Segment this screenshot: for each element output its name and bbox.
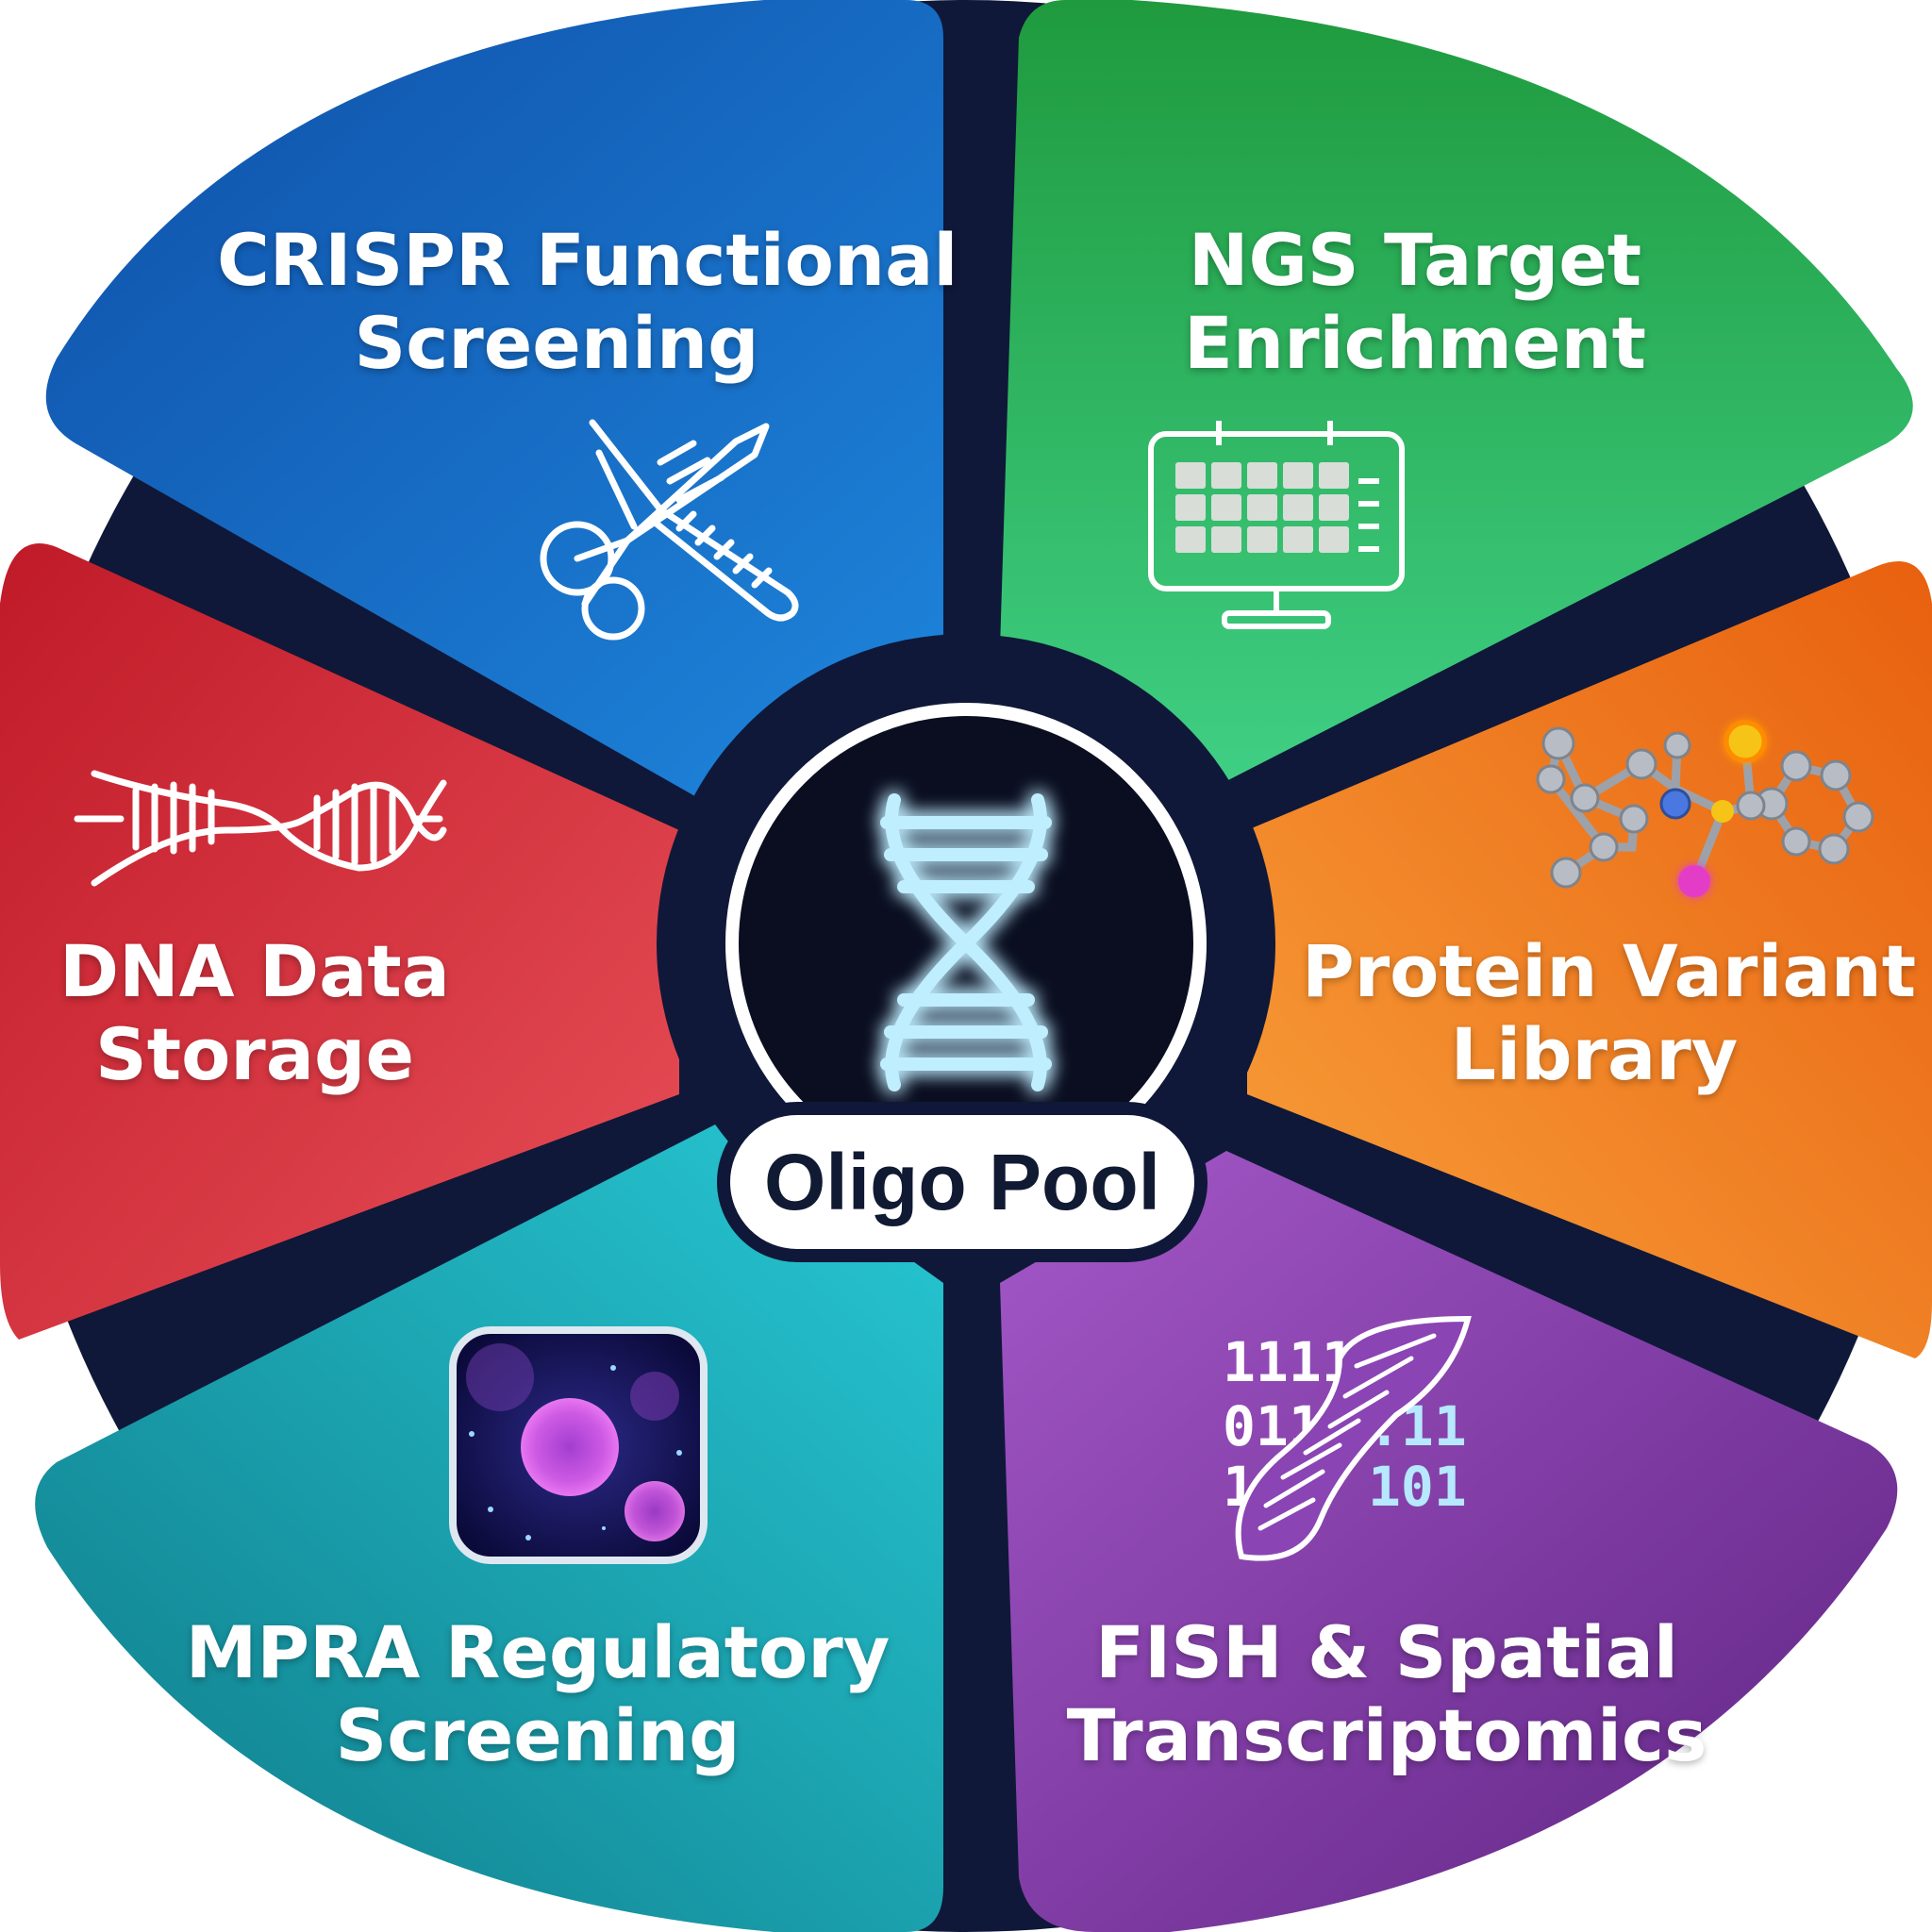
label-crispr-line1: CRISPR Functional xyxy=(217,218,958,302)
label-fish-line2: Transcriptomics xyxy=(1066,1693,1707,1777)
label-mpra-line1: MPRA Regulatory xyxy=(185,1610,891,1694)
label-protein-line1: Protein Variant xyxy=(1302,929,1917,1013)
binary-row-3b: 101 xyxy=(1368,1455,1467,1519)
label-ngs-target-enrichment: NGS Target Enrichment xyxy=(1141,219,1689,385)
label-dna-line2: Storage xyxy=(95,1012,414,1096)
center-label: Oligo Pool xyxy=(764,1137,1160,1226)
label-dna-data-storage: DNA Data Storage xyxy=(38,930,472,1096)
monitor-grid-icon xyxy=(1148,421,1405,629)
label-mpra-line2: Screening xyxy=(335,1693,741,1777)
label-protein-line2: Library xyxy=(1450,1012,1739,1096)
label-crispr-functional-screening: CRISPR Functional Screening xyxy=(217,218,958,385)
segment-protein xyxy=(1247,561,1932,1358)
center-label-pill: Oligo Pool xyxy=(717,1102,1208,1262)
binary-dna-icon: 1111 011 .11 1 101 xyxy=(1223,1315,1472,1561)
label-crispr-line2: Screening xyxy=(354,301,759,385)
segment-dna xyxy=(0,543,679,1340)
dna-helix-icon xyxy=(880,793,1052,1091)
label-ngs-line2: Enrichment xyxy=(1184,301,1646,385)
binary-row-1: 1111 xyxy=(1223,1330,1355,1394)
label-fish-spatial-transcriptomics: FISH & Spatial Transcriptomics xyxy=(1047,1611,1726,1777)
label-dna-line1: DNA Data xyxy=(59,929,450,1013)
label-mpra-regulatory-screening: MPRA Regulatory Screening xyxy=(179,1611,896,1777)
label-protein-variant-library: Protein Variant Library xyxy=(1302,929,1917,1096)
cell-image-icon xyxy=(449,1326,708,1564)
label-fish-line1: FISH & Spatial xyxy=(1095,1610,1678,1694)
dna-strand-icon xyxy=(74,770,447,887)
scissors-icon xyxy=(540,419,799,641)
molecule-icon xyxy=(1536,720,1874,897)
segment-crispr xyxy=(45,0,943,799)
label-ngs-line1: NGS Target xyxy=(1188,218,1642,302)
segment-fish xyxy=(1000,1151,1898,1932)
